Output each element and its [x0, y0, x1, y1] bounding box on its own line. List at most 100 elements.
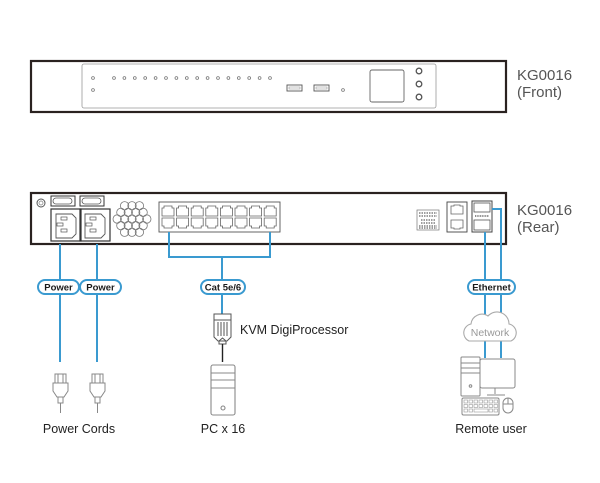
front-led [174, 76, 179, 80]
front-indicator [341, 88, 345, 92]
rj45-port-icon [205, 205, 219, 217]
front-led [185, 76, 189, 80]
pc-tower-icon [210, 364, 236, 416]
kvm-port-block [158, 201, 281, 233]
rear-unit [29, 191, 508, 246]
ac-power-socket-icon [79, 208, 111, 242]
front-unit [29, 59, 508, 114]
ethernet-pill-text: Ethernet [472, 283, 511, 294]
power-pill-2: Power [79, 279, 122, 295]
front-model-label: KG0016 [517, 67, 572, 84]
cloud-icon [463, 311, 517, 342]
keyboard-key [488, 404, 493, 408]
front-led [257, 76, 262, 80]
power-pill-1: Power [37, 279, 80, 295]
rear-model-label: KG0016 [517, 202, 572, 219]
keyboard-spacebar [473, 408, 489, 413]
front-led [205, 76, 210, 80]
keyboard-key [468, 408, 473, 413]
network-label: Network [471, 327, 510, 339]
lan-port-icon [446, 201, 468, 233]
usb-port-2 [313, 84, 330, 92]
keyboard-key [488, 408, 493, 413]
power-pill-2-text: Power [86, 283, 115, 294]
rj45-port-icon [263, 205, 277, 217]
front-led [216, 76, 220, 80]
cat-pill-text: Cat 5e/6 [205, 283, 241, 294]
rj45-port-icon [205, 217, 219, 229]
rj45-port-icon [249, 217, 262, 229]
front-chassis [29, 59, 508, 114]
keyboard-key [488, 399, 493, 404]
front-button-3 [415, 93, 423, 101]
keyboard-key [493, 399, 498, 404]
cat-cable-bracket [168, 232, 271, 258]
fan-vent-hole [134, 227, 144, 237]
front-led [112, 76, 116, 80]
keyboard-key [483, 399, 488, 404]
rj45-port-icon [161, 217, 175, 229]
pc-caption: PC x 16 [201, 422, 246, 436]
power-cords-caption: Power Cords [43, 422, 115, 436]
front-led [268, 76, 272, 80]
front-button-2 [415, 80, 423, 88]
front-led [247, 76, 252, 80]
front-led [122, 76, 127, 80]
keyboard-key [463, 399, 468, 404]
fan-vent-icon [112, 201, 152, 237]
power-switch-1 [50, 195, 76, 207]
kvm-ports [161, 205, 277, 229]
kvm-adapter-icon [213, 313, 232, 362]
power-plug-icon [89, 373, 106, 413]
front-led [143, 76, 148, 80]
rj45-port-icon [263, 217, 277, 229]
front-led [195, 76, 200, 80]
fan-vent-hole [127, 227, 137, 237]
usb-port-1 [286, 84, 303, 92]
front-button-1 [415, 67, 423, 75]
keyboard-key [463, 408, 468, 413]
front-port-leds [112, 76, 272, 80]
rj45-port-icon [190, 205, 204, 217]
rj45-port-icon [220, 217, 233, 229]
rj45-port-icon [249, 205, 262, 217]
ethernet-cable-2 [492, 208, 502, 358]
keyboard-key [468, 399, 473, 404]
front-led [133, 76, 137, 80]
keyboard-key [493, 408, 498, 413]
power-switch-2 [79, 195, 105, 207]
front-led [91, 76, 95, 80]
rj45-port-icon [234, 217, 248, 229]
console-connector-icon [416, 209, 440, 231]
ethernet-pill: Ethernet [467, 279, 516, 295]
power-pill-1-text: Power [44, 283, 73, 294]
cat-pill: Cat 5e/6 [200, 279, 246, 295]
rj45-port-icon [190, 217, 204, 229]
rj45-port-icon [220, 205, 233, 217]
power-switch-1-rocker [52, 197, 73, 205]
keyboard-key [473, 399, 478, 404]
remote-user-caption: Remote user [455, 422, 527, 436]
rj45-port-icon [234, 205, 248, 217]
ground-screw-inner [38, 200, 44, 206]
power-plug-icon [52, 373, 69, 413]
usb-port-2-inner [315, 86, 328, 90]
front-view-label: (Front) [517, 84, 562, 101]
kvm-adapter-label: KVM DigiProcessor [240, 323, 348, 337]
rj45-port-icon [176, 205, 189, 217]
keyboard-key [473, 404, 478, 408]
rear-view-label: (Rear) [517, 219, 560, 236]
front-led [91, 88, 95, 92]
front-led [226, 76, 231, 80]
keyboard-key [463, 404, 468, 408]
ethernet-port-icon [471, 200, 493, 233]
ac-power-socket-icon [50, 208, 82, 242]
front-display [369, 69, 405, 103]
keyboard-key [493, 404, 498, 408]
ground-screw-icon [36, 198, 46, 208]
keyboard-key [468, 404, 473, 408]
fan-vent-hole [120, 227, 130, 237]
workstation-icon [460, 356, 516, 416]
rj45-port-icon [176, 217, 189, 229]
